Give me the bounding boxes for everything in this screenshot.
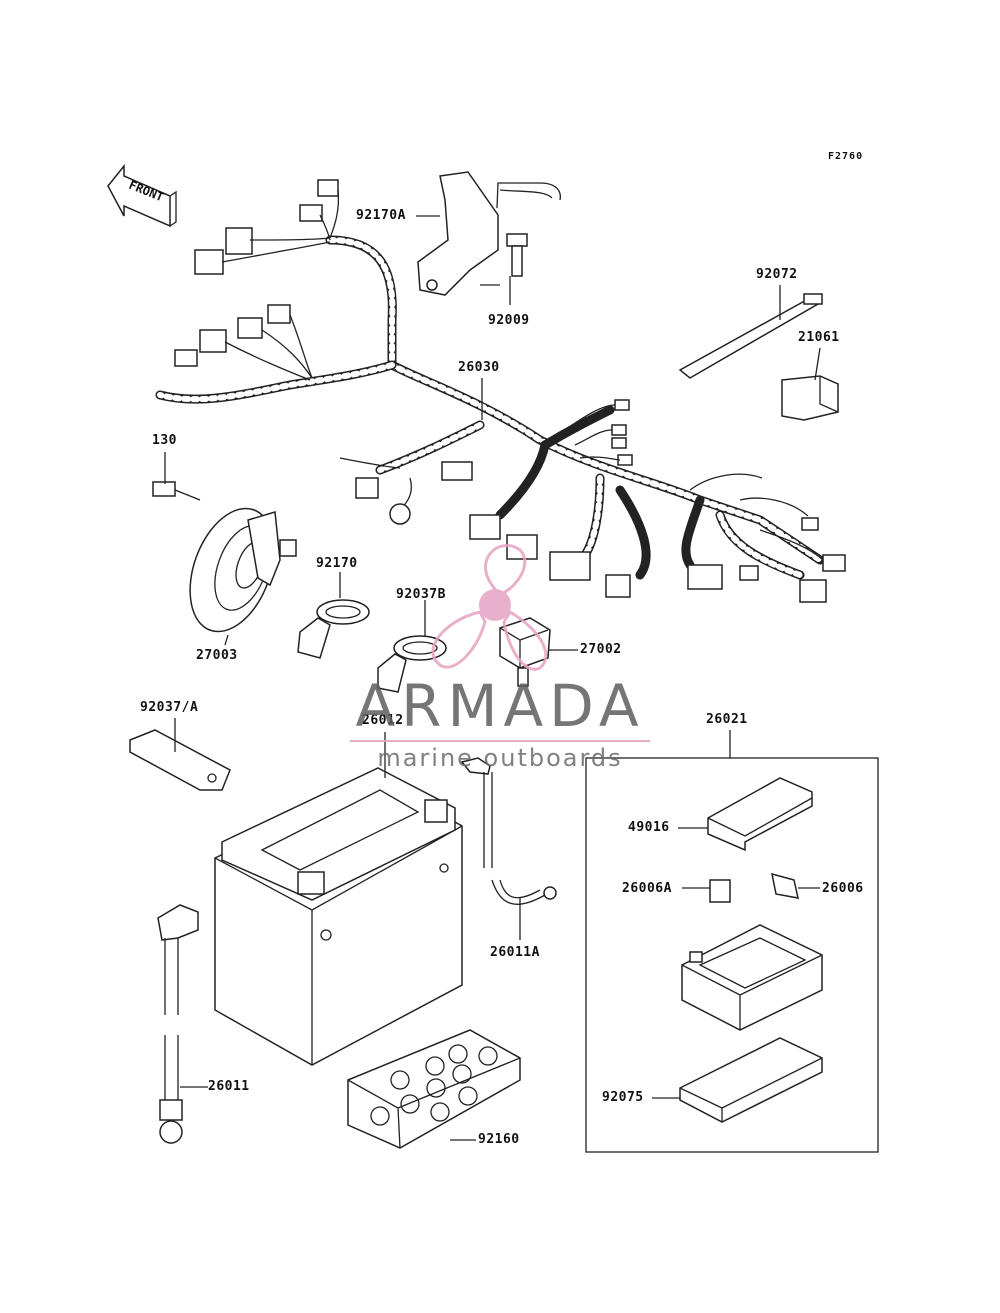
bracket-92170A [417,171,561,296]
label-92037B: 92037B [396,587,446,602]
battery-26012 [214,767,463,1066]
front-arrow-icon: FRONT [107,163,177,228]
label-26006: 26006 [822,881,864,896]
bolt-130 [152,481,201,501]
clamp-92170 [297,599,370,659]
label-92072: 92072 [756,267,798,282]
figure-code: F2760 [828,151,864,162]
label-92170A: 92170A [356,208,406,223]
label-49016: 49016 [628,820,670,835]
label-26030: 26030 [458,360,500,375]
label-130: 130 [152,433,177,448]
fuse-tray-92075 [679,1037,823,1123]
fuse-26006A [709,879,731,903]
label-26012: 26012 [362,713,404,728]
wiring-harness-26030 [155,179,846,603]
cover-21061 [781,375,839,421]
watermark-tagline: marine outboards [377,744,623,772]
label-26006A: 26006A [622,881,672,896]
fuse-box-cover-49016 [707,777,813,852]
label-92009: 92009 [488,313,530,328]
label-92170: 92170 [316,556,358,571]
label-26011: 26011 [208,1079,250,1094]
label-92037A: 92037/A [140,700,199,715]
watermark-divider [350,740,650,742]
label-92075: 92075 [602,1090,644,1105]
armada-logo-icon [431,544,548,671]
relay-27002 [499,617,551,687]
watermark-brand: ARMADA [355,672,645,740]
group-box-26021 [585,757,879,1153]
strap-92072 [678,293,823,379]
label-27002: 27002 [580,642,622,657]
cable-26011 [157,904,199,1144]
label-92160: 92160 [478,1132,520,1147]
cable-26011A [460,757,557,905]
strap-92037A [129,729,231,791]
tray-92160 [347,1029,521,1149]
fuse-box-body [681,924,823,1031]
leader-lines [164,215,821,1141]
label-21061: 21061 [798,330,840,345]
label-26011A: 26011A [490,945,540,960]
label-27003: 27003 [196,648,238,663]
bolt-92009 [506,233,528,277]
label-26021: 26021 [706,712,748,727]
fuse-26006 [771,872,799,899]
horn-27003 [189,507,297,633]
